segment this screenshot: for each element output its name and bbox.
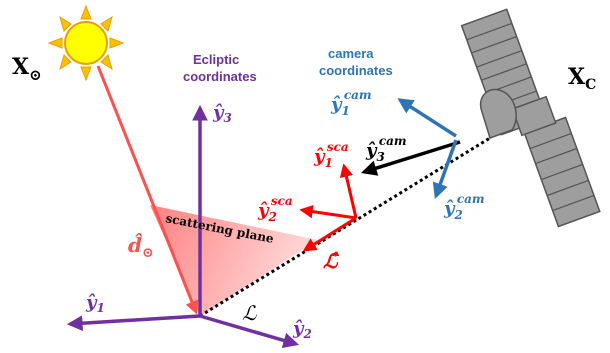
camera-position-label: XC	[568, 64, 596, 93]
sun-icon	[47, 4, 125, 82]
sun-direction-line	[96, 65, 199, 315]
ecliptic-y1-label: ŷ1	[85, 292, 105, 315]
ecliptic-y2-label: ŷ2	[292, 318, 312, 341]
scattering-plane-region	[150, 205, 318, 316]
ecliptic-y1-axis	[66, 314, 201, 332]
satellite-icon	[460, 8, 601, 228]
cam-y1-label: ŷ1cam	[330, 88, 372, 118]
ecliptic-title: Ecliptic coordinates	[183, 52, 257, 84]
sca-y1-axis	[339, 163, 358, 219]
los-unit-label: ℒ̂	[323, 249, 339, 273]
cam-y2-axis	[432, 139, 458, 199]
line-of-sight	[199, 136, 491, 318]
sca-y2-label: ŷ2sca	[257, 194, 293, 224]
sun-position-label: X⊙	[12, 54, 42, 84]
sca-y1-label: ŷ1sca	[313, 140, 349, 170]
los-unit-vector	[302, 216, 357, 252]
cam-y3-axis	[360, 140, 461, 176]
cam-y2-label: ŷ2cam	[443, 192, 485, 222]
sca-y2-axis	[299, 204, 357, 220]
los-label: ℒ	[242, 301, 257, 325]
sun-direction-label: d̂⊙	[128, 231, 154, 261]
camera-title: camera coordinates	[319, 46, 393, 78]
ecliptic-y2-axis	[199, 314, 300, 349]
cam-y3-label: ŷ3cam	[365, 134, 407, 164]
cam-y1-axis	[397, 98, 457, 138]
ecliptic-y3-label: ŷ3	[212, 102, 232, 125]
